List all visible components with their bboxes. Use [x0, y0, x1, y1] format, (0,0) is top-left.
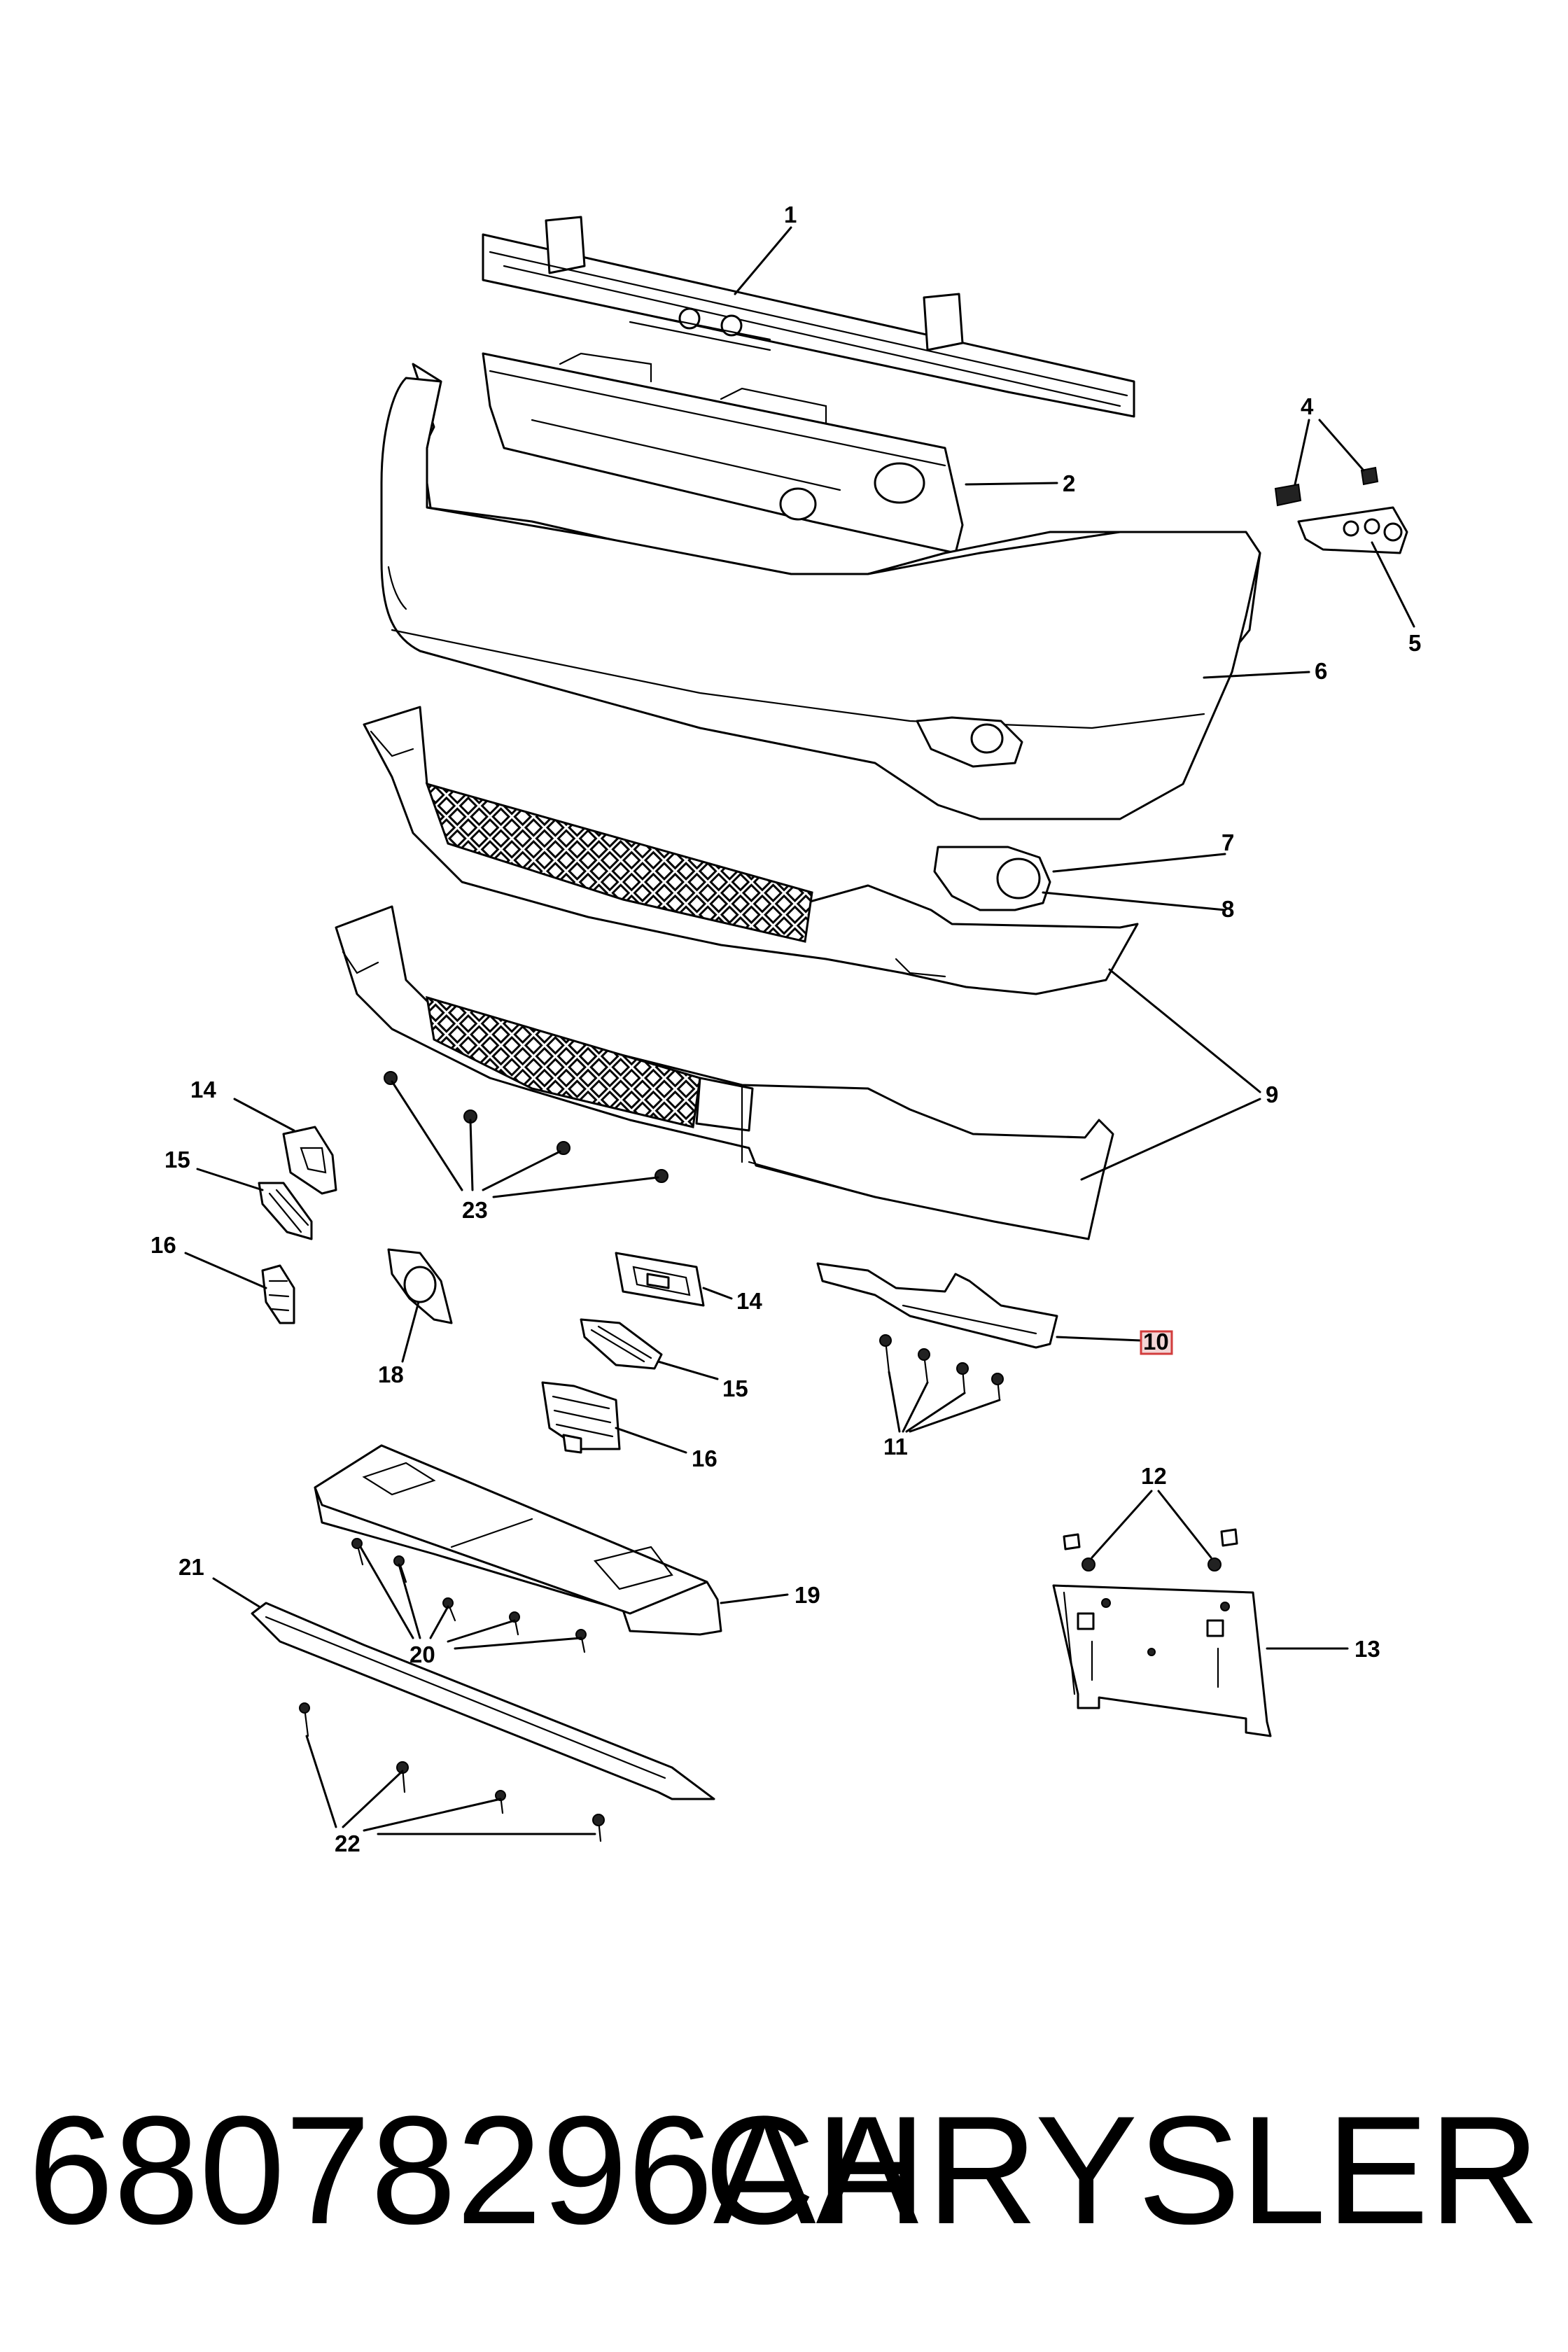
bracket-16-left	[261, 1264, 295, 1324]
lower-fascia-lower	[335, 905, 1114, 1240]
bracket-15-left	[258, 1182, 313, 1240]
callout-11[interactable]: 11	[883, 1434, 908, 1460]
clips-12	[1063, 1528, 1238, 1572]
license-plate-bracket	[1052, 1584, 1272, 1737]
callout-13[interactable]: 13	[1354, 1636, 1380, 1662]
bracket-14-center	[615, 1252, 705, 1307]
callout-1[interactable]: 1	[784, 202, 797, 227]
fog-lamp-bezel	[933, 846, 1051, 911]
fascia-bracket	[1297, 506, 1408, 554]
callout-20[interactable]: 20	[410, 1642, 435, 1667]
fasteners-20	[351, 1538, 587, 1653]
callout-23[interactable]: 23	[462, 1197, 488, 1223]
energy-absorber	[482, 352, 964, 554]
callout-4[interactable]: 4	[1301, 393, 1314, 419]
clips	[1274, 466, 1379, 507]
bracket-16-center	[541, 1381, 621, 1454]
fog-trim-18	[387, 1248, 453, 1324]
callout-21[interactable]: 21	[178, 1554, 204, 1580]
callout-18[interactable]: 18	[378, 1362, 404, 1387]
callout-14-left[interactable]: 14	[190, 1077, 216, 1102]
callout-10[interactable]: 10	[1143, 1329, 1169, 1354]
callout-9[interactable]: 9	[1266, 1082, 1278, 1107]
callout-14-center[interactable]: 14	[736, 1288, 762, 1314]
callout-8[interactable]: 8	[1222, 896, 1234, 922]
reinforcement-beam	[482, 216, 1135, 418]
callout-10-highlight	[1140, 1330, 1173, 1355]
callouts: 1 2 4 5 6 7 8 9 10 11 12 13 14 15 16 18 …	[150, 202, 1421, 1856]
callout-15-center[interactable]: 15	[722, 1376, 748, 1401]
leader-lines	[184, 226, 1415, 1835]
callout-7[interactable]: 7	[1222, 830, 1234, 855]
skid-plate	[314, 1444, 722, 1636]
callout-16-center[interactable]: 16	[692, 1446, 718, 1471]
callout-12[interactable]: 12	[1141, 1463, 1167, 1489]
front-fascia	[380, 363, 1261, 820]
fasteners-22	[299, 1702, 605, 1842]
callout-22[interactable]: 22	[335, 1830, 360, 1856]
brand-name: CHRYSLER	[704, 2084, 1540, 2256]
screws-11	[879, 1334, 1004, 1401]
callout-15-left[interactable]: 15	[164, 1147, 190, 1172]
callout-6[interactable]: 6	[1315, 658, 1327, 684]
lower-trim-strip	[251, 1602, 715, 1800]
callout-5[interactable]: 5	[1408, 630, 1421, 656]
part-number: 68078296AA	[28, 2084, 919, 2256]
fascia-support-bracket	[816, 1262, 1058, 1349]
lower-fascia-upper	[363, 706, 1139, 995]
callout-19[interactable]: 19	[794, 1582, 820, 1608]
callout-2[interactable]: 2	[1063, 470, 1075, 496]
callout-16-left[interactable]: 16	[150, 1232, 176, 1258]
bracket-14-left	[282, 1126, 337, 1195]
bracket-15-center	[580, 1318, 663, 1370]
